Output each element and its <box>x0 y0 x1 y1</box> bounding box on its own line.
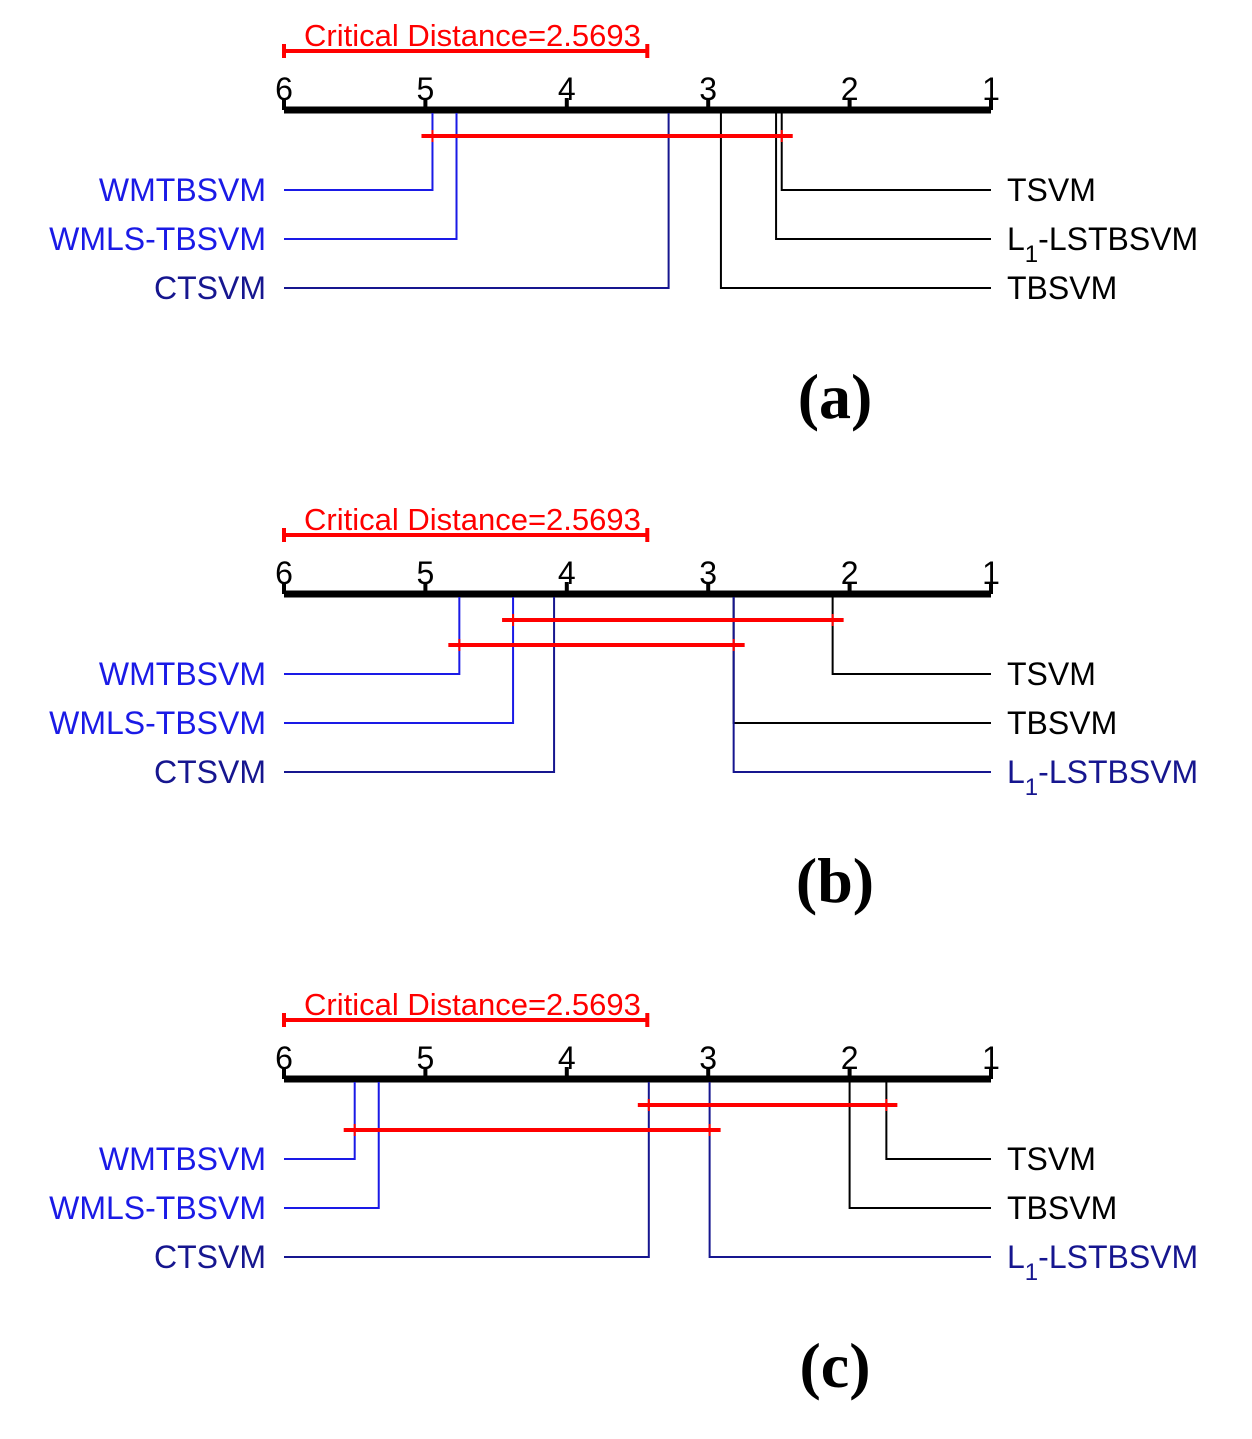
method-connector <box>284 113 670 289</box>
method-label: WMTBSVM <box>99 172 266 208</box>
method-connector <box>885 1082 991 1160</box>
method-label-subscript: 1 <box>1025 1259 1038 1286</box>
method-label: TSVM <box>1007 656 1096 692</box>
method-label: TBSVM <box>1007 1190 1117 1226</box>
axis-tick-label: 1 <box>982 555 1000 591</box>
method-label: CTSVM <box>154 754 266 790</box>
axis-tick-label: 3 <box>699 555 717 591</box>
method-connector <box>284 1082 380 1209</box>
axis-tick-label: 2 <box>841 555 859 591</box>
method-connector <box>732 597 991 773</box>
axis-tick-label: 4 <box>558 71 576 107</box>
method-label-subscript: 1 <box>1025 774 1038 801</box>
axis-tick-label: 2 <box>841 1040 859 1076</box>
axis-tick-label: 5 <box>417 1040 435 1076</box>
axis-tick-label: 1 <box>982 1040 1000 1076</box>
method-label: WMLS-TBSVM <box>49 1190 266 1226</box>
panel-label: (c) <box>799 1330 870 1401</box>
method-label-main: L <box>1007 754 1025 790</box>
method-label-suffix: -LSTBSVM <box>1038 754 1198 790</box>
panel-label: (a) <box>798 361 873 432</box>
method-label: WMTBSVM <box>99 656 266 692</box>
cd-label: Critical Distance=2.5693 <box>304 987 641 1022</box>
cd-label: Critical Distance=2.5693 <box>304 502 641 537</box>
axis-tick-label: 2 <box>841 71 859 107</box>
method-label-suffix: -LSTBSVM <box>1038 1239 1198 1275</box>
axis-tick-label: 6 <box>275 71 293 107</box>
method-label: WMLS-TBSVM <box>49 221 266 257</box>
method-connector <box>848 1082 991 1209</box>
axis-tick-label: 6 <box>275 555 293 591</box>
panel-label: (b) <box>796 845 874 916</box>
method-label: CTSVM <box>154 1239 266 1275</box>
method-connector <box>284 113 434 191</box>
method-label: TBSVM <box>1007 705 1117 741</box>
method-connector <box>284 1082 356 1160</box>
method-label: WMLS-TBSVM <box>49 705 266 741</box>
method-label: TBSVM <box>1007 270 1117 306</box>
method-label: L1-LSTBSVM <box>1007 754 1198 801</box>
method-connector <box>284 597 461 675</box>
method-connector <box>708 1082 991 1258</box>
method-connector <box>775 113 991 240</box>
axis-tick-label: 4 <box>558 1040 576 1076</box>
method-connector <box>284 597 515 724</box>
method-label: TSVM <box>1007 1141 1096 1177</box>
method-label-main: L <box>1007 1239 1025 1275</box>
method-label: L1-LSTBSVM <box>1007 221 1198 268</box>
axis-tick-label: 3 <box>699 71 717 107</box>
cd-label: Critical Distance=2.5693 <box>304 18 641 53</box>
method-connector <box>284 113 458 240</box>
method-connector <box>284 1082 650 1258</box>
axis-tick-label: 3 <box>699 1040 717 1076</box>
axis-tick-label: 6 <box>275 1040 293 1076</box>
method-connector <box>719 113 991 289</box>
method-label: WMTBSVM <box>99 1141 266 1177</box>
axis-tick-label: 5 <box>417 555 435 591</box>
axis-tick-label: 1 <box>982 71 1000 107</box>
method-connector <box>780 113 991 191</box>
method-connector <box>831 597 991 675</box>
method-label-subscript: 1 <box>1025 241 1038 268</box>
method-label-suffix: -LSTBSVM <box>1038 221 1198 257</box>
method-label: TSVM <box>1007 172 1096 208</box>
method-connector <box>284 597 556 773</box>
method-label-main: L <box>1007 221 1025 257</box>
method-label: L1-LSTBSVM <box>1007 1239 1198 1286</box>
axis-tick-label: 5 <box>417 71 435 107</box>
axis-tick-label: 4 <box>558 555 576 591</box>
method-label: CTSVM <box>154 270 266 306</box>
method-connector <box>732 597 991 724</box>
